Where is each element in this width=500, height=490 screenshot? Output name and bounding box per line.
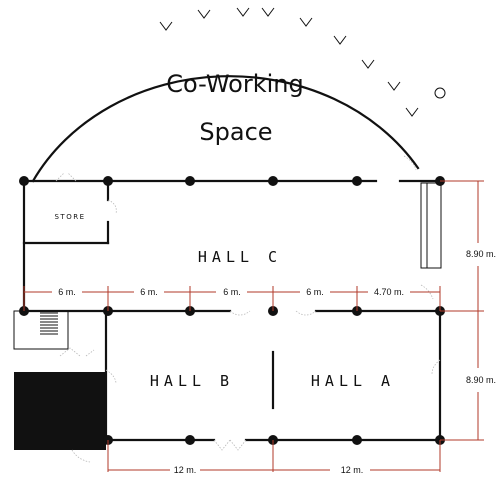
column [352,435,362,445]
stair-well [13,310,69,350]
column [19,176,29,186]
dim-right-span-2: 8.90 m. [466,375,496,385]
hall-c-label: HALL C [198,248,282,266]
arc-skylight-circle [434,87,446,99]
right-dimension-lines [440,180,484,441]
bottom-dimension-lines [107,440,441,472]
stair-door [59,347,95,357]
store-door-swing [107,199,117,215]
column [103,176,113,186]
coworking-arc-wall [31,75,420,183]
hall-a-label: HALL A [311,372,395,390]
column [185,176,195,186]
dim-hall-c-span-4: 6 m. [306,287,324,297]
coworking-title-line2: Space [199,118,272,146]
column [352,176,362,186]
arc-window-notches [159,7,419,117]
hall-a-east-door [431,359,441,375]
store-label: STORE [54,213,85,221]
dim-hall-c-span-3: 6 m. [223,287,241,297]
column [268,176,278,186]
dim-bottom-span-1: 12 m. [174,465,197,475]
service-block-door [71,449,91,463]
hall-c-dimension-lines [23,286,441,311]
dim-right-span-1: 8.90 m. [466,249,496,259]
dim-bottom-span-2: 12 m. [341,465,364,475]
dim-hall-c-span-2: 6 m. [140,287,158,297]
column [185,435,195,445]
service-block [14,372,106,450]
stair-treads [40,312,58,335]
arc-door-swing [403,155,417,171]
hall-b-label: HALL B [150,372,234,390]
dim-hall-c-span-5: 4.70 m. [374,287,404,297]
hall-c-east-strip [420,182,442,269]
dim-hall-c-span-1: 6 m. [58,287,76,297]
coworking-title-line1: Co-Working [166,70,303,98]
halls-ab-south-door [213,439,247,451]
hall-b-west-door [105,369,117,385]
hall-c-top-door [55,172,77,182]
hall-c-east-door [420,284,434,300]
